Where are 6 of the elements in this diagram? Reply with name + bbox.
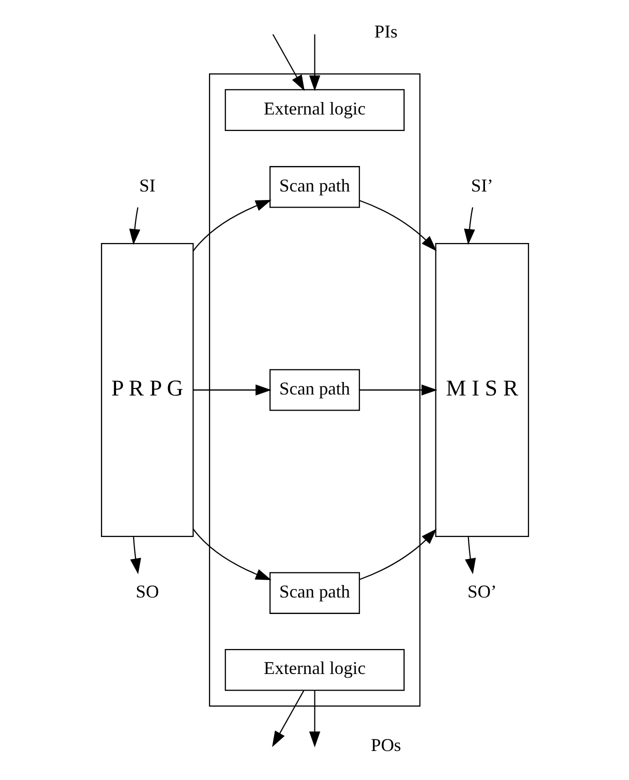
node-text: SO [135, 581, 158, 602]
node-text: SI [138, 175, 155, 196]
label: POs [370, 735, 401, 756]
label: PIs [374, 21, 398, 42]
node-text: SI’ [470, 175, 493, 196]
node-text: SO’ [467, 581, 496, 602]
